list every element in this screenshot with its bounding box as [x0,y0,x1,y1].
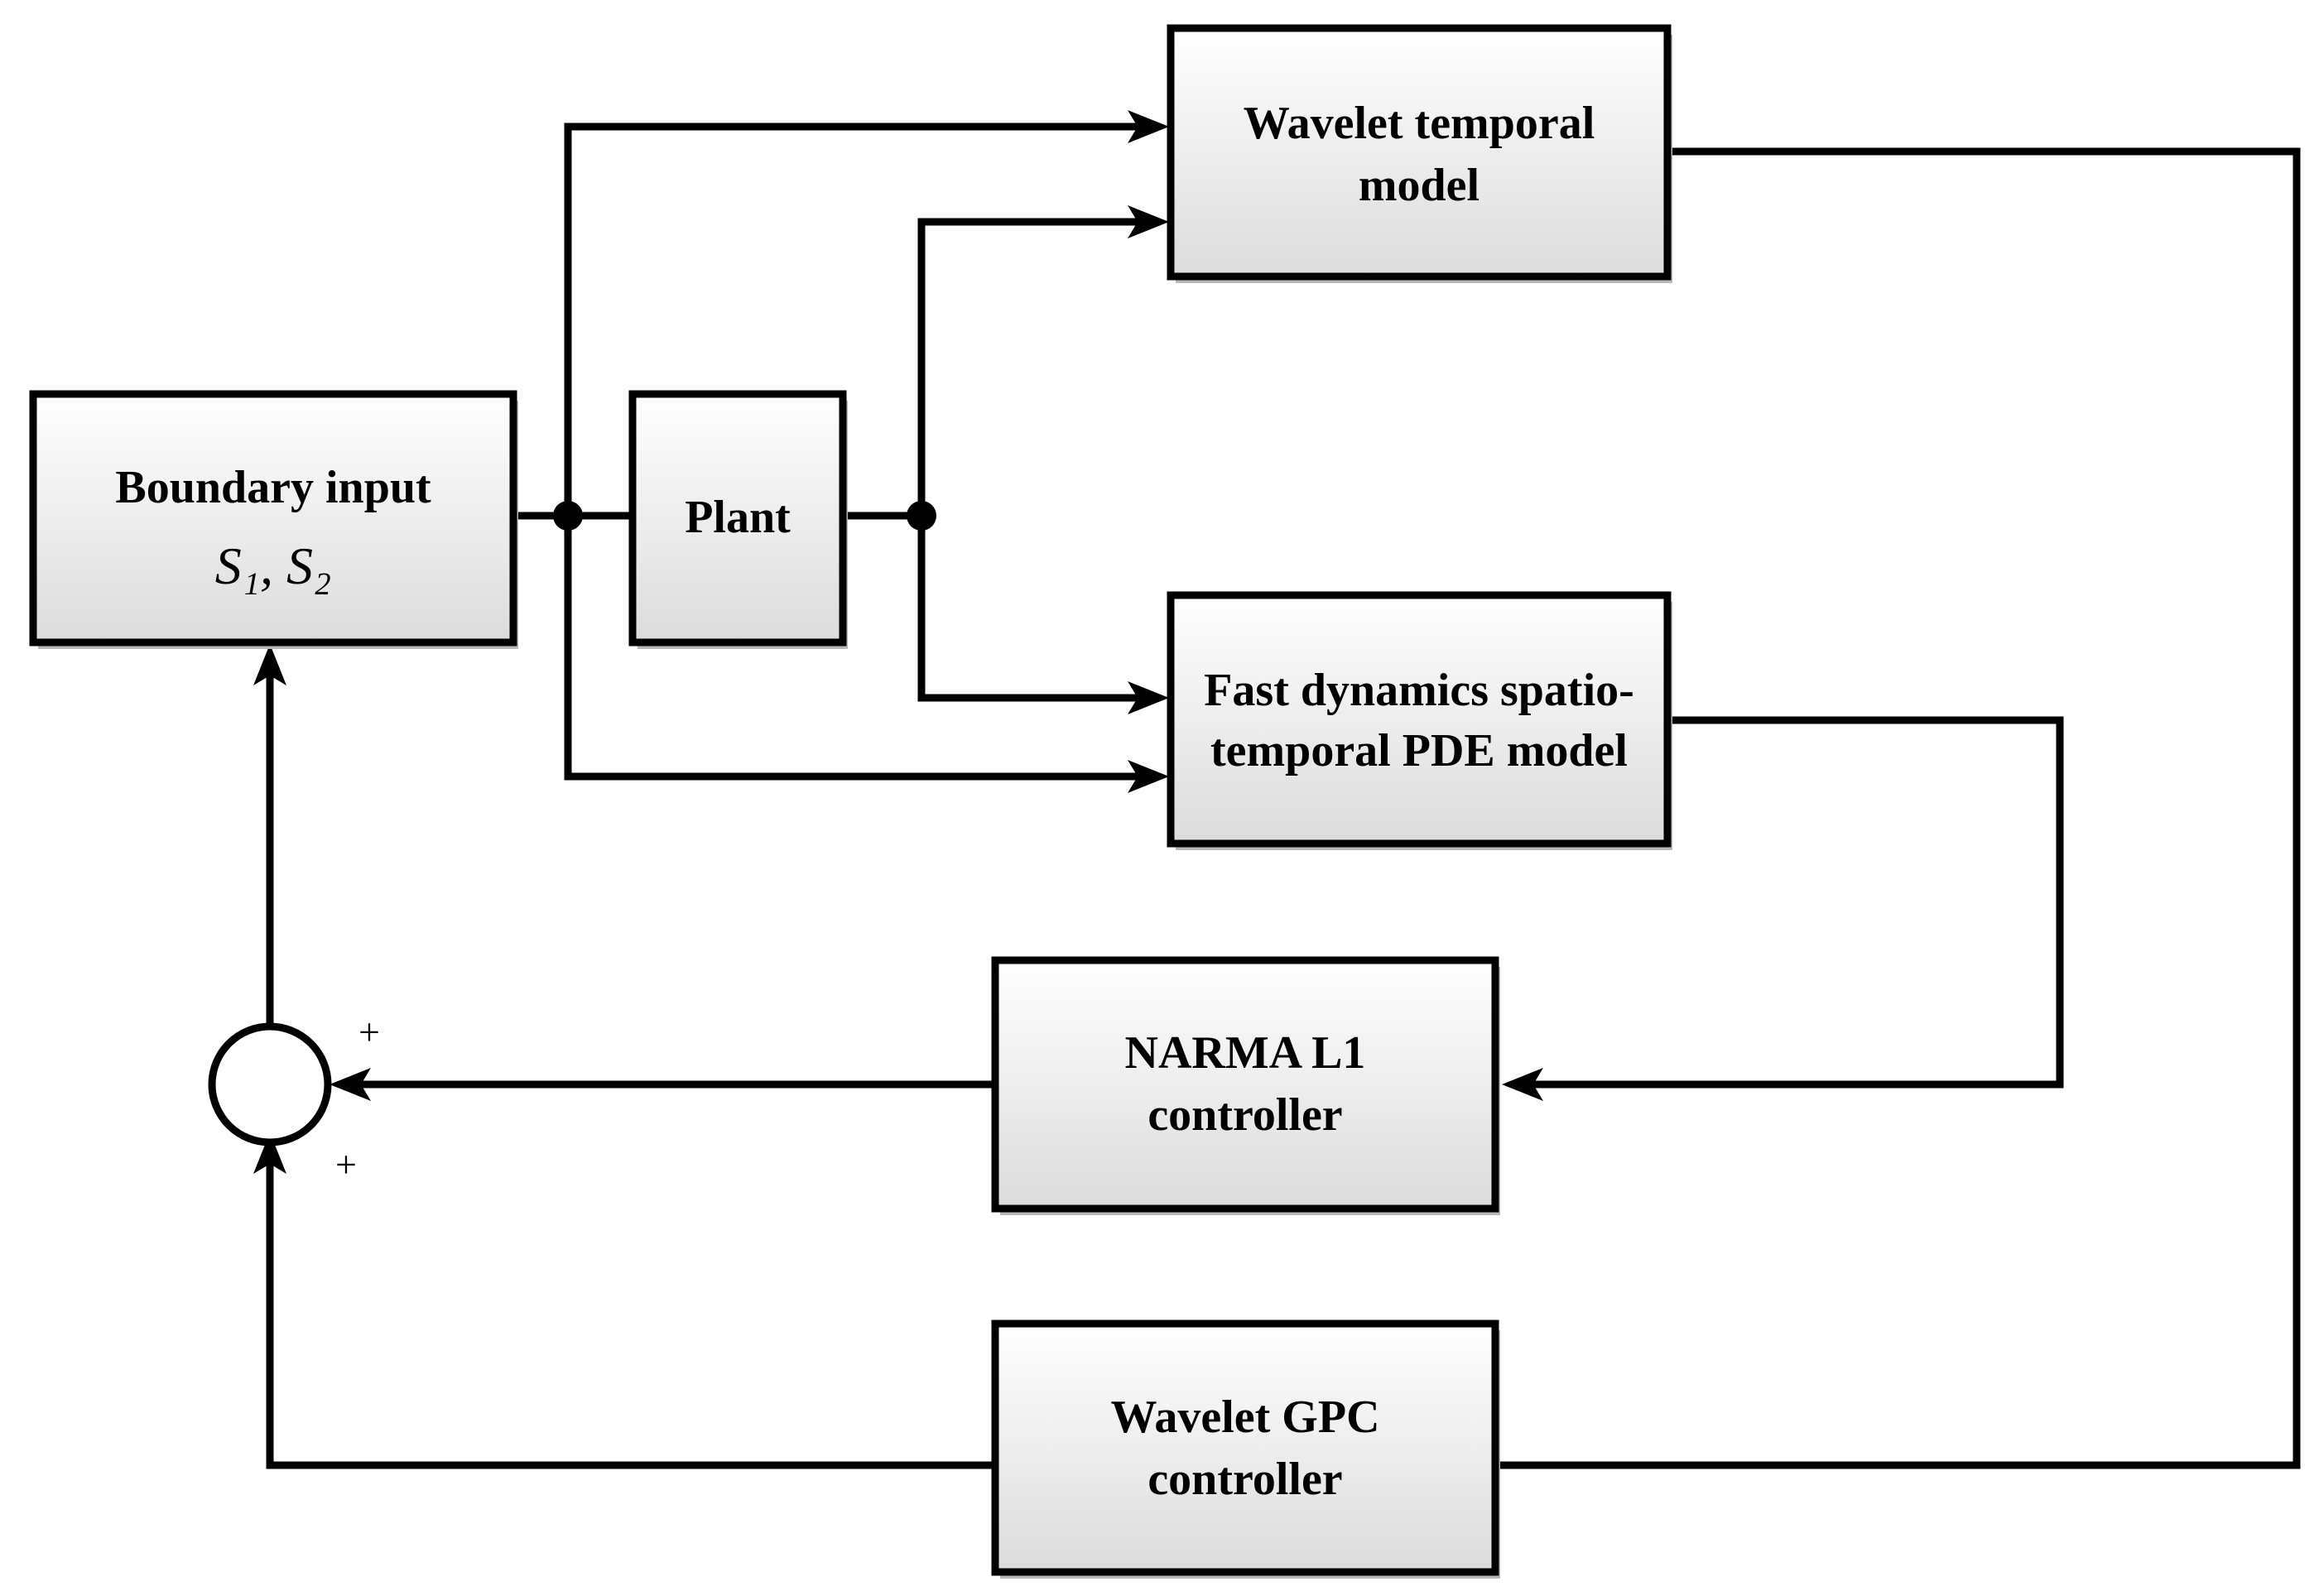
narma-label-line1: NARMA L1 [1125,1027,1366,1079]
block-narma-controller: NARMA L1 controller [991,956,1500,1215]
sum-sign-top: + [358,1011,380,1053]
sum-sign-bottom: + [335,1143,357,1185]
arrowhead-fast-dynamics-lower [1128,760,1169,793]
block-fast-dynamics-model: Fast dynamics spatio- temporal PDE model [1167,591,1672,850]
block-wavelet-temporal-model: Wavelet temporal model [1167,24,1672,283]
block-boundary-input: Boundary input S₁, S₂ [29,390,518,649]
arrowhead-wavelet-temporal-lower [1128,205,1169,238]
wire-gpc-to-sum [266,1159,999,1469]
boundary-input-math: S₁, S₂ [215,536,332,595]
wavelet-gpc-label-line1: Wavelet GPC [1110,1392,1379,1443]
plant-label: Plant [685,492,791,543]
arrowhead-fast-dynamics-upper [1128,681,1169,714]
boundary-input-label: Boundary input [115,462,431,513]
summing-junction [208,1022,332,1147]
wavelet-gpc-label-line2: controller [1147,1454,1342,1505]
junction-dot-right [907,501,936,531]
arrowhead-wavelet-temporal-upper [1128,110,1169,143]
junction-dot-left [553,501,583,531]
arrowhead-sum-right-input [330,1068,371,1101]
arrowhead-boundary-input [253,644,286,685]
arrowhead-narma-input [1502,1068,1543,1101]
wavelet-temporal-label-line1: Wavelet temporal [1244,98,1595,149]
narma-label-line2: controller [1147,1089,1342,1141]
wavelet-temporal-label-line2: model [1359,160,1479,211]
fast-dynamics-label-line2: temporal PDE model [1210,725,1628,776]
wire-fast-dynamics-to-narma [1519,716,2064,1089]
block-wavelet-gpc-controller: Wavelet GPC controller [991,1320,1500,1579]
block-plant: Plant [628,390,848,649]
wire-wavelet-temporal-to-gpc [1497,147,2301,1469]
fast-dynamics-label-line1: Fast dynamics spatio- [1204,665,1634,716]
arrowhead-sum-bottom-input [253,1132,286,1174]
